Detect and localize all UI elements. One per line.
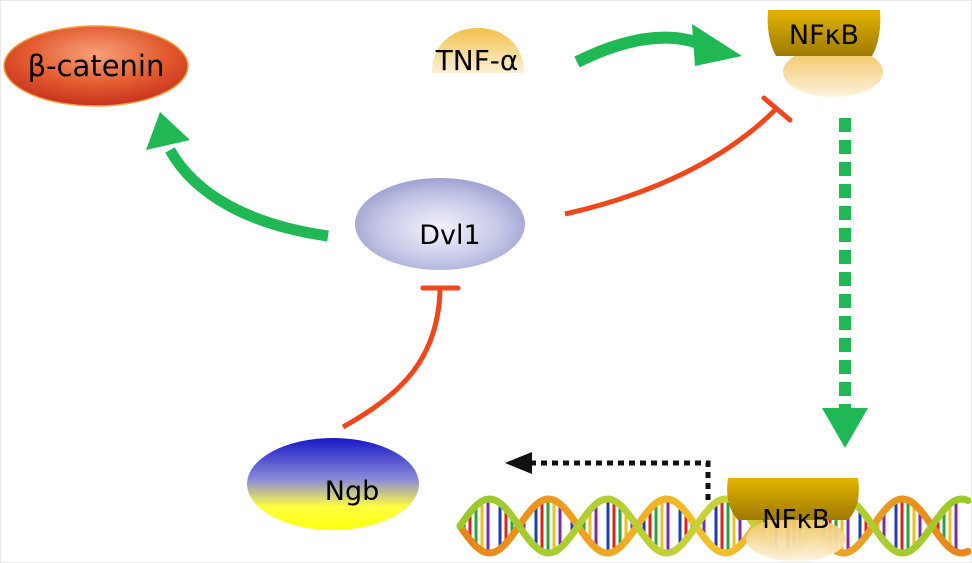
dvl1-node: Dvl1 bbox=[355, 178, 525, 270]
nfkb-complex-top: NFκB bbox=[767, 10, 883, 97]
dvl1-label: Dvl1 bbox=[419, 220, 480, 251]
dvl1-inhibits-nfkb-line bbox=[564, 95, 793, 217]
ngb-label: Ngb bbox=[325, 476, 379, 507]
nfkb-dna-label: NFκB bbox=[762, 505, 830, 535]
tnf-alpha-node: TNF-α bbox=[432, 28, 524, 77]
tnf-to-nfkb-activation-arrow bbox=[574, 24, 742, 68]
nfkb-top-label: NFκB bbox=[789, 20, 859, 51]
transcription-dotted-arrow bbox=[505, 452, 711, 500]
dna-double-helix bbox=[456, 495, 972, 557]
dvl1-to-beta-catenin-activation-arrow bbox=[146, 112, 329, 242]
ngb-node: Ngb bbox=[247, 438, 419, 530]
beta-catenin-node: β-catenin bbox=[3, 25, 189, 107]
dna-strand-a bbox=[456, 495, 972, 557]
tnf-alpha-label: TNF-α bbox=[435, 44, 519, 77]
nfkb-complex-on-dna: NFκB bbox=[727, 478, 859, 561]
ngb-inhibits-dvl1-line bbox=[341, 285, 461, 430]
nfkb-translocation-dotted-arrow bbox=[822, 118, 868, 448]
dna-strand-b bbox=[456, 495, 972, 557]
beta-catenin-label: β-catenin bbox=[28, 49, 165, 83]
